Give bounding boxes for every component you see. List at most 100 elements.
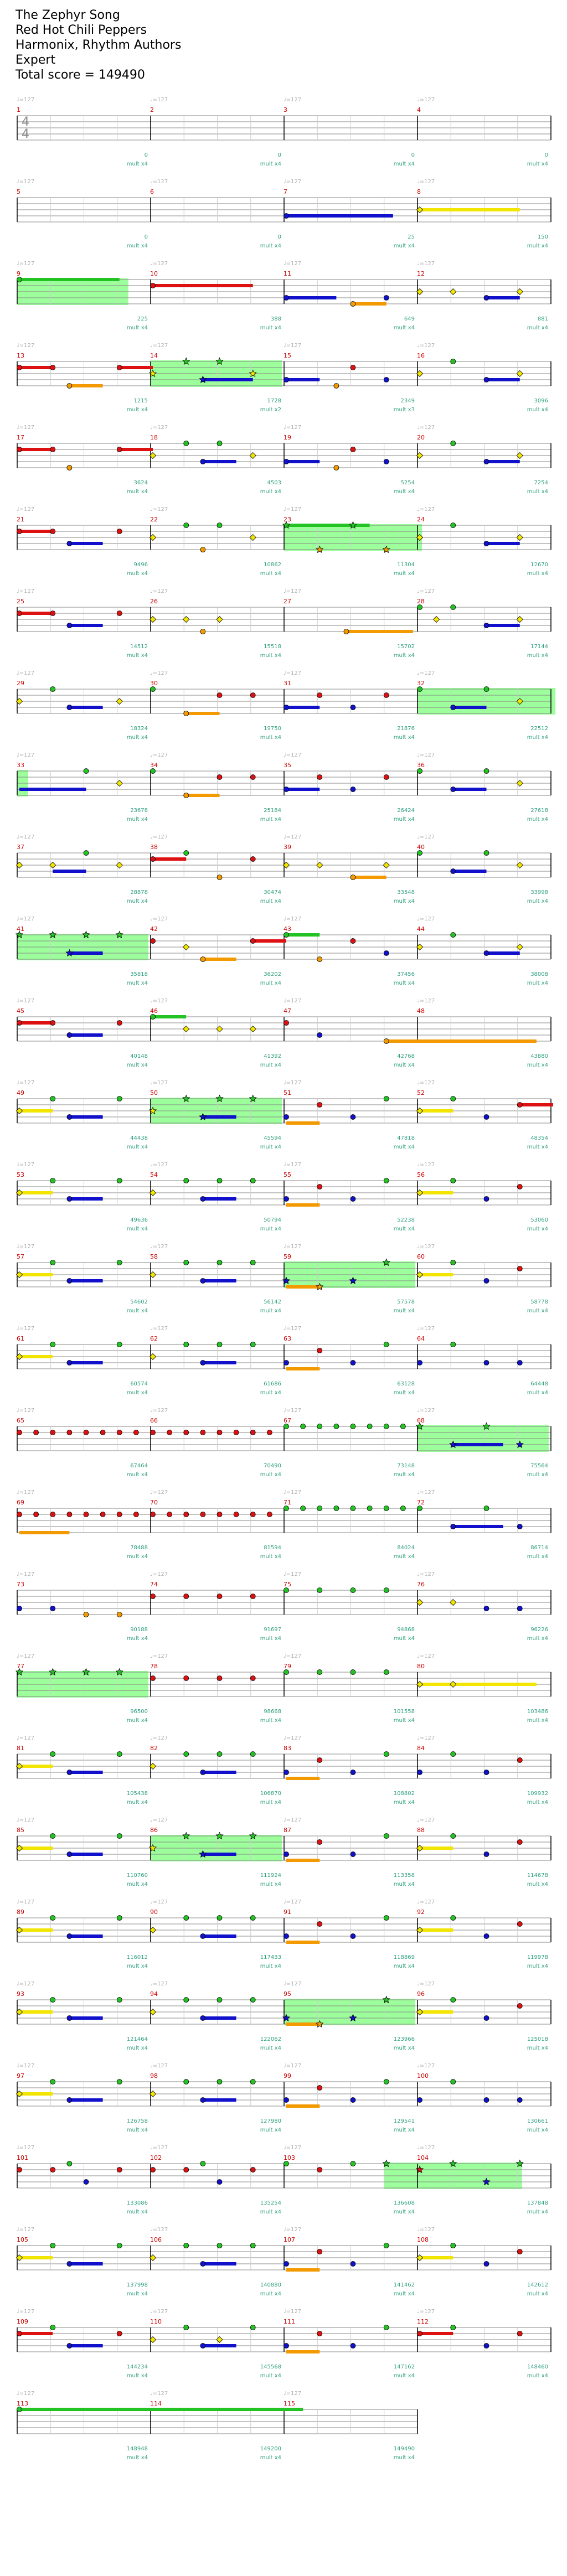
measure-number: 74: [150, 1581, 158, 1588]
sustain-tail: [153, 284, 253, 287]
note-gem: [200, 629, 206, 634]
multiplier-label: mult x4: [260, 1472, 281, 1478]
note-gem: [16, 2090, 23, 2098]
measure-number: 33: [17, 762, 24, 769]
measure-staff: [17, 1422, 551, 1452]
multiplier-label: mult x4: [393, 1963, 415, 1969]
measure-score: 113358: [393, 1872, 415, 1879]
note-gem: [66, 1196, 73, 1202]
measure-number: 18: [150, 434, 158, 441]
note-gem: [250, 938, 256, 944]
measure-score: 15518: [264, 644, 281, 650]
note-gem: [33, 1430, 39, 1435]
note-gem: [250, 774, 256, 780]
star-note: [282, 1276, 291, 1285]
note-gem: [284, 377, 289, 382]
measure-score: 75564: [530, 1463, 548, 1469]
sustain-tail: [286, 1285, 320, 1289]
note-gem: [284, 1669, 289, 1675]
note-gem: [450, 787, 456, 792]
measure-score: 38008: [530, 971, 548, 977]
note-gem: [284, 932, 289, 938]
measure-number: 31: [284, 680, 291, 687]
measure-number: 107: [284, 2236, 295, 2243]
star-note: [215, 357, 224, 365]
note-gem: [200, 1933, 206, 1939]
tempo-marker: ♩=127: [417, 1653, 435, 1659]
sustain-tail: [286, 214, 393, 218]
measure-score: 21876: [397, 726, 415, 732]
note-gem: [317, 1757, 323, 1763]
sustain-tail: [203, 1771, 236, 1774]
note-gem: [200, 2343, 206, 2349]
note-gem: [183, 2079, 189, 2084]
measure-score: 52238: [397, 1217, 415, 1223]
measure-score: 137998: [126, 2282, 148, 2288]
multiplier-label: mult x4: [126, 2373, 148, 2379]
tempo-marker: ♩=127: [284, 1571, 302, 1577]
note-gem: [149, 534, 157, 541]
tempo-marker: ♩=127: [284, 1408, 302, 1414]
note-gem: [266, 1512, 272, 1517]
measure-score: 91697: [264, 1627, 281, 1633]
note-gem: [216, 615, 223, 623]
measure-number: 96: [417, 1990, 425, 1998]
note-gem: [33, 1512, 39, 1517]
note-gem: [17, 529, 22, 534]
measure-score: 90188: [130, 1627, 148, 1633]
measure-number: 39: [284, 844, 291, 851]
measure-score: 96226: [530, 1627, 548, 1633]
sustain-tail: [519, 1103, 553, 1106]
note-gem: [217, 523, 223, 528]
multiplier-label: mult x4: [260, 489, 281, 495]
measure-staff: [16, 2079, 551, 2108]
sustain-tail: [69, 1934, 103, 1938]
note-gem: [116, 611, 122, 616]
multiplier-label: mult x4: [527, 980, 548, 986]
total-score: Total score = 149490: [16, 68, 145, 82]
measure-number: 63: [284, 1335, 291, 1342]
measure-number: 81: [17, 1745, 24, 1752]
note-gem: [350, 2261, 356, 2267]
measure-score: 64448: [530, 1381, 548, 1387]
tempo-marker: ♩=127: [17, 1244, 35, 1250]
note-gem: [149, 2090, 157, 2098]
star-note: [282, 521, 291, 529]
note-gem: [483, 1506, 489, 1511]
tempo-marker: ♩=127: [17, 1162, 35, 1168]
note-gem: [200, 1278, 206, 1284]
measure-number: 36: [417, 762, 425, 769]
sustain-tail: [19, 1355, 53, 1358]
measure-number: 70: [150, 1499, 158, 1506]
tempo-marker: ♩=127: [17, 179, 35, 185]
multiplier-label: mult x4: [126, 2209, 148, 2215]
note-gem: [483, 950, 489, 956]
note-gem: [100, 1512, 106, 1517]
note-gem: [217, 1430, 223, 1435]
measure-score: 14512: [130, 644, 148, 650]
tempo-marker: ♩=127: [417, 916, 435, 922]
tempo-marker: ♩=127: [17, 2227, 35, 2233]
note-gem: [317, 2331, 323, 2336]
star-note: [148, 1844, 157, 1852]
note-gem: [350, 875, 356, 880]
note-gem: [183, 523, 189, 528]
note-gem: [250, 1342, 256, 1347]
note-gem: [116, 1178, 122, 1183]
note-gem: [149, 452, 157, 459]
note-gem: [282, 861, 290, 869]
note-gem: [450, 1260, 456, 1265]
note-gem: [483, 1770, 489, 1775]
measure-number: 27: [284, 598, 291, 605]
measure-number: 86: [150, 1827, 158, 1834]
multiplier-label: mult x4: [393, 1062, 415, 1068]
note-gem: [50, 2079, 56, 2084]
note-gem: [183, 1675, 189, 1681]
note-gem: [50, 529, 56, 534]
note-gem: [450, 2325, 456, 2330]
multiplier-label: mult x4: [126, 1390, 148, 1396]
